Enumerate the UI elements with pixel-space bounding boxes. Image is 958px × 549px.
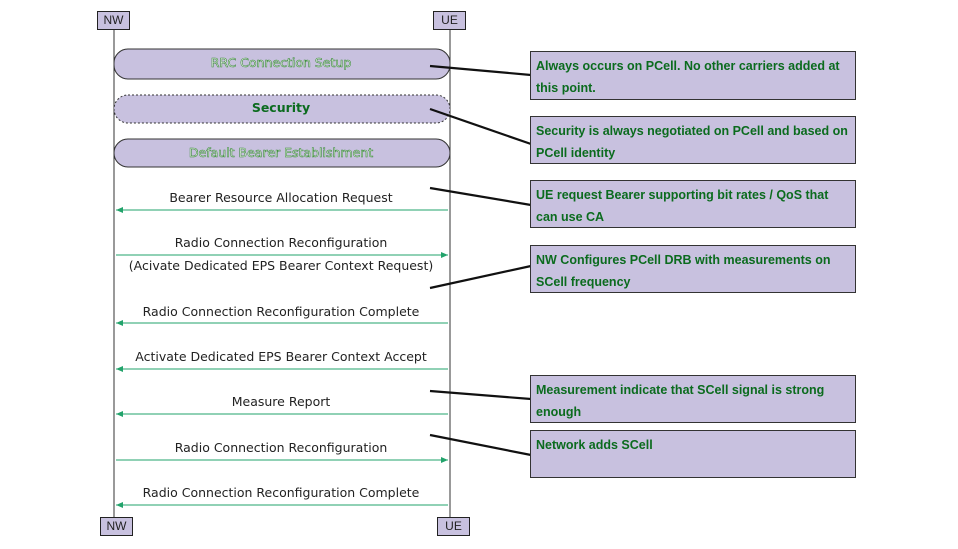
connector-note-4 [429,264,532,290]
note-1: Always occurs on PCell. No other carrier… [530,51,856,100]
label-bearer-request: Bearer Resource Allocation Request [169,190,392,205]
note-2: Security is always negotiated on PCell a… [530,116,856,164]
connector-note-2 [429,107,532,146]
label-reconfig-2: Radio Connection Reconfiguration [175,440,388,455]
security-label: Security [252,100,310,115]
connector-note-1 [429,64,532,77]
default-bearer-label: Default Bearer Establishment [189,145,373,160]
nw-header-bottom: NW [100,517,133,536]
security-box [113,94,451,124]
note-3: UE request Bearer supporting bit rates /… [530,180,856,228]
label-eps-accept: Activate Dedicated EPS Bearer Context Ac… [135,349,427,364]
ue-header-bottom: UE [437,517,470,536]
label-reconfig-complete-1: Radio Connection Reconfiguration Complet… [143,304,420,319]
connector-note-6 [429,433,532,457]
label-reconfig-complete-2: Radio Connection Reconfiguration Complet… [143,485,420,500]
connector-note-3 [429,186,532,207]
note-4: NW Configures PCell DRB with measurement… [530,245,856,293]
rrc-setup-label: RRC Connection Setup [211,55,352,70]
ue-header-top: UE [433,11,466,30]
label-reconfig-1: Radio Connection Reconfiguration [175,235,388,250]
label-measure-report: Measure Report [232,394,331,409]
connector-note-5 [429,389,532,401]
note-5: Measurement indicate that SCell signal i… [530,375,856,423]
nw-header-top: NW [97,11,130,30]
note-6: Network adds SCell [530,430,856,478]
rrc-setup-box [113,48,451,80]
label-reconfig-1-sub: (Acivate Dedicated EPS Bearer Context Re… [129,258,433,273]
default-bearer-box [113,138,451,168]
